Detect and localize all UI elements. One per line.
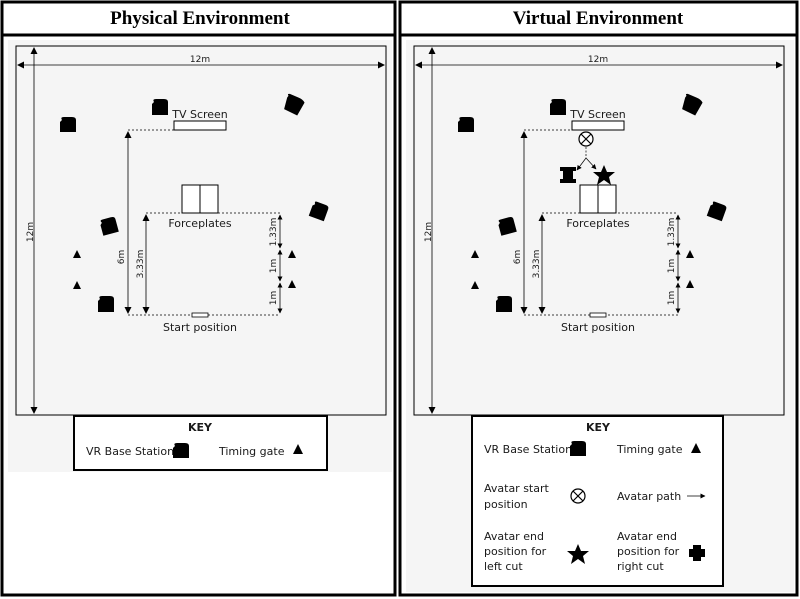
virtual-key-end-left-label-line2: position for xyxy=(484,545,547,558)
avatar-end-left-cut-icon xyxy=(567,544,589,564)
virtual-width-label: 12m xyxy=(588,55,608,65)
base-station-icon xyxy=(496,296,512,312)
virtual-tv-screen xyxy=(571,120,625,131)
timing-gate-icon xyxy=(686,280,694,288)
virtual-key-avatar-start-label-line2: position xyxy=(484,498,528,511)
physical-key-title: KEY xyxy=(188,421,213,434)
physical-forceplates-label: Forceplates xyxy=(168,217,232,230)
physical-start-label: Start position xyxy=(163,321,237,334)
virtual-title: Virtual Environment xyxy=(513,8,684,29)
physical-start-marker xyxy=(191,312,209,318)
timing-gate-icon xyxy=(73,281,81,289)
virtual-333-label: 3.33m xyxy=(532,250,542,279)
avatar-end-right-cut-icon xyxy=(560,167,576,183)
physical-key-box xyxy=(73,415,328,471)
physical-133-label: 1.33m xyxy=(269,218,279,247)
virtual-panel: Virtual Environment 12m 12m TV Screen 6m… xyxy=(398,0,799,597)
physical-background xyxy=(8,40,392,472)
physical-6m-label: 6m xyxy=(117,250,127,265)
base-station-icon xyxy=(498,216,517,236)
virtual-start-marker xyxy=(589,312,607,318)
timing-gate-icon xyxy=(288,250,296,258)
physical-height-label: 12m xyxy=(26,222,36,242)
virtual-1m-label-a: 1m xyxy=(667,259,677,274)
virtual-key-avatar-start-label-line1: Avatar start xyxy=(484,482,550,495)
avatar-start-icon-cross-b xyxy=(580,133,592,145)
timing-gate-icon xyxy=(293,444,303,454)
virtual-tv-screen-label: TV Screen xyxy=(569,108,626,121)
virtual-key-end-right-label-line3: right cut xyxy=(617,560,664,573)
virtual-start-label: Start position xyxy=(561,321,635,334)
base-station-icon xyxy=(458,117,474,132)
avatar-end-right-cut-icon xyxy=(689,545,705,561)
virtual-height-label: 12m xyxy=(424,222,434,242)
physical-title: Physical Environment xyxy=(110,8,290,29)
physical-width-label: 12m xyxy=(190,55,210,65)
base-station-icon xyxy=(284,93,305,116)
base-station-icon xyxy=(308,201,329,222)
physical-tv-screen-label: TV Screen xyxy=(171,108,228,121)
virtual-key-base-station-label: VR Base Station xyxy=(484,443,572,456)
timing-gate-icon xyxy=(73,250,81,258)
physical-panel: Physical Environment 12m 12m TV Screen 6… xyxy=(0,0,397,597)
physical-key-timing-gate-label: Timing gate xyxy=(218,445,285,458)
physical-333-label: 3.33m xyxy=(136,250,146,279)
base-station-icon xyxy=(98,296,114,312)
avatar-path-arrow-right xyxy=(585,157,597,170)
avatar-start-icon-cross-b xyxy=(572,490,584,502)
physical-key-base-station-label: VR Base Station xyxy=(86,445,174,458)
timing-gate-icon xyxy=(686,250,694,258)
base-station-icon xyxy=(173,443,189,458)
base-station-icon xyxy=(60,117,76,132)
physical-1m-label-a: 1m xyxy=(269,259,279,274)
virtual-key-end-right-label-line1: Avatar end xyxy=(617,530,677,543)
virtual-key-title: KEY xyxy=(586,421,611,434)
virtual-6m-label: 6m xyxy=(513,250,523,265)
base-station-icon xyxy=(100,216,119,236)
timing-gate-icon xyxy=(288,280,296,288)
virtual-key-end-right-label-line2: position for xyxy=(617,545,680,558)
timing-gate-icon xyxy=(471,281,479,289)
base-station-icon xyxy=(152,99,168,115)
avatar-end-left-cut-icon xyxy=(593,165,615,185)
timing-gate-icon xyxy=(471,250,479,258)
base-station-icon xyxy=(570,441,586,456)
avatar-path-arrow-left xyxy=(576,157,587,171)
virtual-key-box xyxy=(471,415,724,587)
virtual-key-avatar-path-label: Avatar path xyxy=(617,490,681,503)
virtual-key-end-left-label-line1: Avatar end xyxy=(484,530,544,543)
base-station-icon xyxy=(682,93,703,116)
virtual-1m-label-b: 1m xyxy=(667,291,677,306)
virtual-133-label: 1.33m xyxy=(667,218,677,247)
virtual-key-timing-gate-label: Timing gate xyxy=(616,443,683,456)
virtual-forceplates-label: Forceplates xyxy=(566,217,630,230)
timing-gate-icon xyxy=(691,443,701,453)
base-station-icon xyxy=(706,201,727,222)
physical-tv-screen xyxy=(173,120,227,131)
virtual-key-end-left-label-line3: left cut xyxy=(484,560,523,573)
base-station-icon xyxy=(550,99,566,115)
physical-1m-label-b: 1m xyxy=(269,291,279,306)
